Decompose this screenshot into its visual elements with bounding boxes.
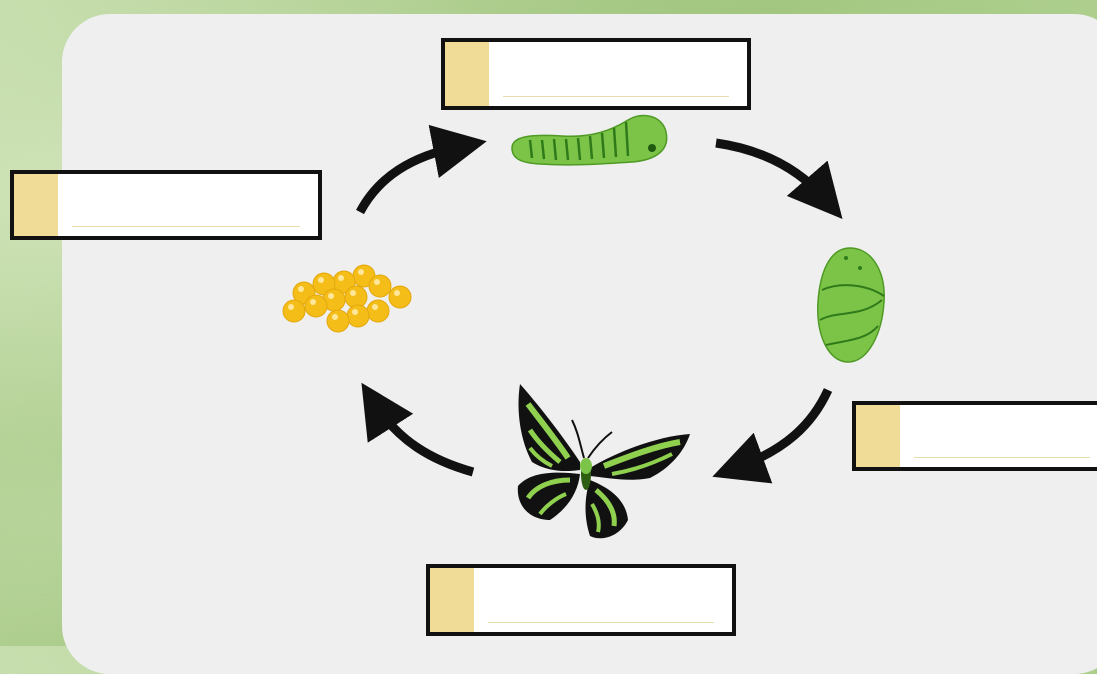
label-tab [856,405,900,467]
label-box-adult[interactable] [426,564,736,636]
label-writing-line [914,457,1090,458]
label-tab [445,42,489,106]
label-writing-line [503,96,729,97]
arrow-pupa-to-adult [712,388,833,484]
chrysalis-icon [817,247,885,363]
label-box-pupa[interactable] [852,401,1097,471]
label-box-larva[interactable] [441,38,751,110]
arrow-larva-to-pupa [715,138,843,220]
eggs-icon [282,264,412,333]
butterfly-icon [517,384,690,539]
label-tab [430,568,474,632]
label-writing-line [72,226,300,227]
label-tab [14,174,58,236]
label-box-egg[interactable] [10,170,322,240]
caterpillar-icon [511,114,668,166]
arrow-egg-to-larva [356,124,487,215]
label-writing-line [488,622,714,623]
arrow-adult-to-egg [361,382,475,477]
life-cycle-art [282,114,885,539]
